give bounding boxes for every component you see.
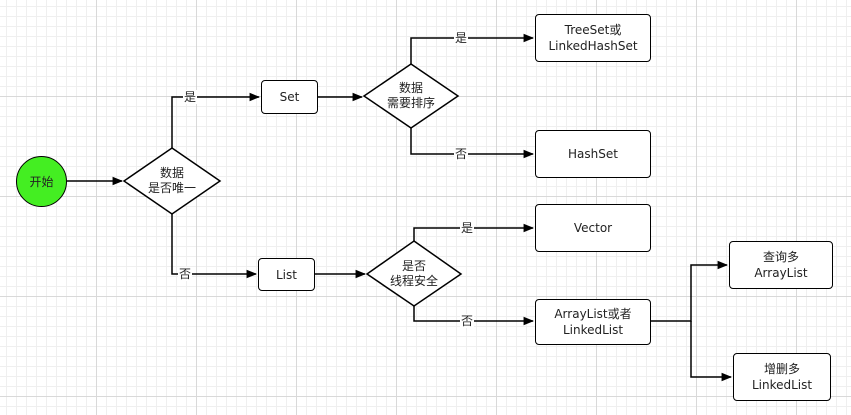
arraylist-or-linkedlist-node: ArrayList或者 LinkedList xyxy=(535,299,651,345)
edge-sort-treeset xyxy=(410,33,535,64)
edge-unique-list xyxy=(171,214,258,279)
vector-node: Vector xyxy=(535,204,651,252)
edge-thread-vector xyxy=(413,223,535,241)
edge-sort-hashset xyxy=(410,128,535,159)
start-label: 开始 xyxy=(29,175,54,189)
edge-label-thread-no: 否 xyxy=(460,314,475,328)
list-node: List xyxy=(258,258,315,291)
edge-arraylist-query xyxy=(650,260,729,322)
query-more-node: 查询多 ArrayList xyxy=(729,241,833,289)
edge-label-unique-yes: 是 xyxy=(183,90,198,104)
set-node: Set xyxy=(261,80,318,114)
edge-arraylist-insdel xyxy=(690,321,733,382)
treeset-node: TreeSet或 LinkedHashSet xyxy=(535,14,651,62)
insdel-more-node: 增删多 LinkedList xyxy=(733,353,831,401)
edge-label-unique-no: 否 xyxy=(178,267,193,281)
edge-label-thread-yes: 是 xyxy=(460,221,475,235)
edge-unique-set xyxy=(171,92,261,148)
sort-decision: 数据 需要排序 xyxy=(386,81,435,110)
unique-decision: 数据 是否唯一 xyxy=(147,166,196,195)
edge-label-sort-no: 否 xyxy=(454,147,469,161)
edge-thread-arraylist xyxy=(413,306,535,326)
hashset-node: HashSet xyxy=(535,130,651,178)
threadsafe-decision: 是否 线程安全 xyxy=(389,258,438,288)
edge-label-sort-yes: 是 xyxy=(454,31,469,45)
start-node: 开始 xyxy=(16,156,67,207)
